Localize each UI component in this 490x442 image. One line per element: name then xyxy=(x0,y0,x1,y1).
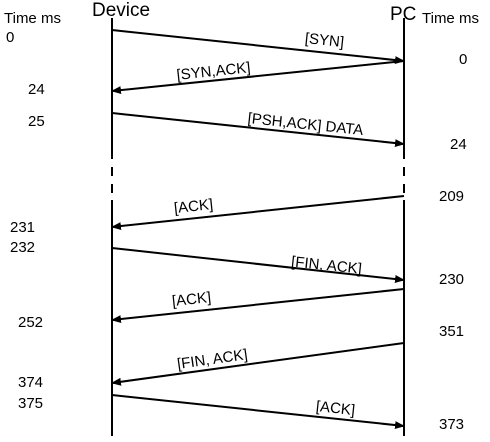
pc-time: 373 xyxy=(439,416,465,433)
device-time: 24 xyxy=(28,81,45,98)
right-time-header: Time ms xyxy=(422,10,479,27)
arrow-fin-ack-1 xyxy=(111,247,405,283)
message-label: [ACK] xyxy=(173,196,214,217)
arrow-ack-1 xyxy=(111,195,405,231)
device-header: Device xyxy=(92,0,151,21)
arrow-psh-ack-data xyxy=(111,112,405,148)
message-label: [FIN, ACK] xyxy=(290,253,362,277)
arrow-syn-ack xyxy=(111,60,405,95)
pc-time: 24 xyxy=(450,136,467,153)
message-label: [ACK] xyxy=(171,289,212,310)
pc-header: PC xyxy=(390,4,417,25)
arrow-ack-3 xyxy=(111,394,405,430)
pc-time: 351 xyxy=(439,323,465,340)
device-time: 231 xyxy=(10,219,36,236)
device-time: 374 xyxy=(18,374,44,391)
message-label: [PSH,ACK] DATA xyxy=(247,110,364,139)
arrow-ack-2 xyxy=(111,288,405,324)
message-label: [SYN] xyxy=(304,30,345,51)
device-time: 252 xyxy=(18,314,44,331)
device-time: 232 xyxy=(10,239,36,256)
pc-time: 209 xyxy=(439,188,465,205)
message-label: [ACK] xyxy=(315,398,356,419)
device-time: 25 xyxy=(28,113,45,130)
pc-time: 230 xyxy=(439,271,465,288)
left-time-header: Time ms xyxy=(4,10,61,27)
pc-time: 0 xyxy=(459,51,468,68)
arrow-fin-ack-2 xyxy=(111,342,405,386)
device-time: 0 xyxy=(6,29,15,46)
arrow-syn xyxy=(111,29,405,65)
device-time: 375 xyxy=(18,395,44,412)
